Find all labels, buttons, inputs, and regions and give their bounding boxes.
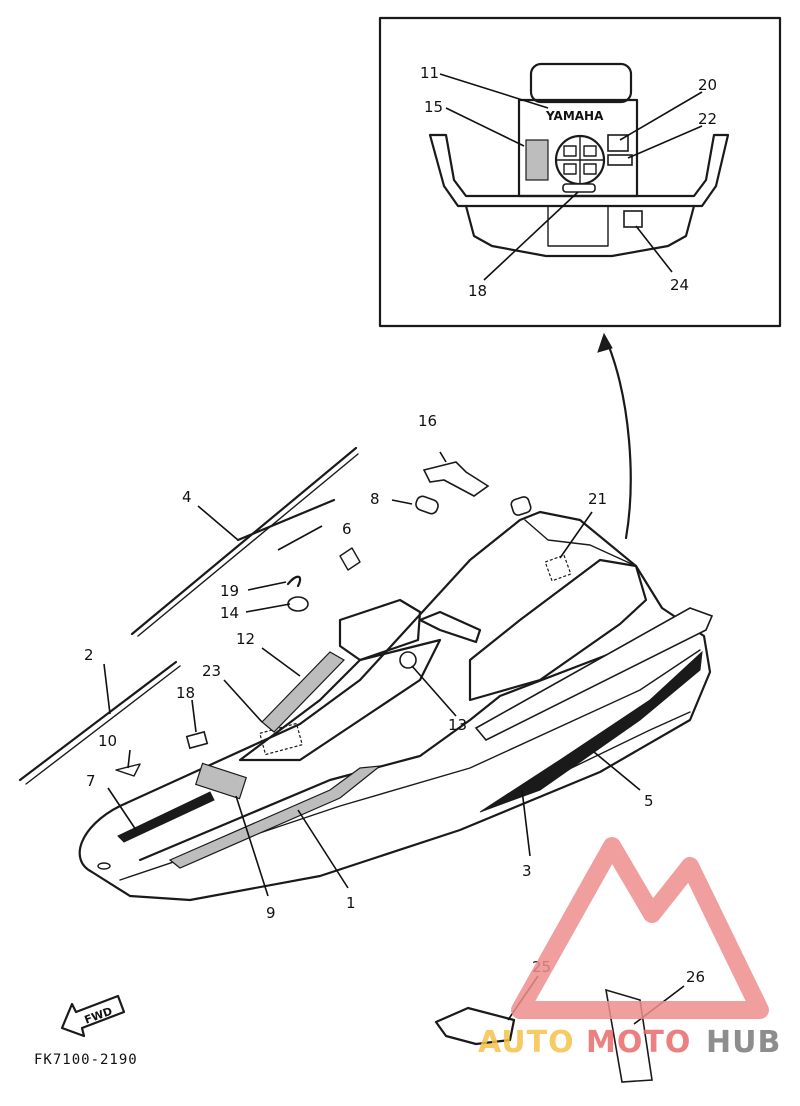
- callout-14: 14: [220, 604, 239, 622]
- seat-top: [524, 519, 637, 567]
- inset-frame: [378, 16, 782, 328]
- callout-5: 5: [644, 792, 654, 810]
- part-14: [287, 596, 309, 612]
- sticker-21: [544, 554, 572, 582]
- callout-6: 6: [342, 520, 352, 538]
- callout-9: 9: [266, 904, 276, 922]
- callout-16: 16: [418, 412, 437, 430]
- callout-21: 21: [588, 490, 607, 508]
- watermark-logo: AUTO MOTO HUB: [478, 837, 781, 1060]
- inset-hood-cap: [529, 62, 633, 104]
- rear-rail-top: [510, 496, 532, 516]
- view-arrow: [606, 342, 632, 540]
- callout-2: 2: [84, 646, 94, 664]
- callout-7: 7: [86, 772, 96, 790]
- inset-sticker-22: [607, 154, 633, 166]
- callout-19: 19: [220, 582, 239, 600]
- callout-8: 8: [370, 490, 380, 508]
- sticker-18: [185, 730, 209, 750]
- trim-strip-2: [18, 660, 178, 782]
- stripe-nose-7: [117, 791, 215, 843]
- trim-strip-4: [130, 446, 358, 636]
- part-code: FK7100-2190: [34, 1052, 138, 1068]
- callout-1: 1: [346, 894, 356, 912]
- inset-tray: [428, 133, 730, 208]
- callout-10: 10: [98, 732, 117, 750]
- view-arrow-head: [597, 332, 613, 353]
- callout-11: 11: [420, 64, 439, 82]
- trim-strip-2b: [25, 665, 181, 785]
- callout-13: 13: [448, 716, 467, 734]
- inset-brand-text: YAMAHA: [545, 109, 604, 123]
- callout-4: 4: [182, 488, 192, 506]
- callout-3: 3: [522, 862, 532, 880]
- inset-sticker-24: [623, 210, 643, 228]
- hood: [238, 638, 442, 762]
- callout-18-inset: 18: [468, 282, 487, 300]
- stripe-side-1: [168, 765, 382, 869]
- watermark-auto: AUTO: [478, 1025, 575, 1060]
- inset-hull: [464, 204, 696, 258]
- right-rail: [474, 607, 714, 741]
- hood-text-sticker-12: [261, 651, 345, 733]
- inset-step: [547, 205, 609, 247]
- callout-15: 15: [424, 98, 443, 116]
- callout-24: 24: [670, 276, 689, 294]
- hull-outline: [78, 510, 712, 902]
- inset-sticker-15: [525, 139, 549, 181]
- stripe-side-5: [529, 711, 691, 789]
- part-13: [399, 651, 417, 669]
- callout-18-main: 18: [176, 684, 195, 702]
- steering-pole: [338, 598, 422, 662]
- watermark-moto: MOTO: [586, 1025, 691, 1060]
- callout-23: 23: [202, 662, 221, 680]
- watercraft-hull: [78, 461, 714, 902]
- part-8: [415, 495, 439, 515]
- handlebar: [418, 610, 482, 644]
- nose-hole: [97, 862, 111, 870]
- trim-strip-6: [236, 498, 336, 542]
- part-16: [422, 461, 490, 497]
- rear-view-inset: YAMAHA 11 15 20 22 18 24: [378, 16, 782, 328]
- trim-strip-4b: [137, 453, 359, 637]
- callout-22: 22: [698, 110, 717, 128]
- front-sticker-9: [194, 762, 248, 800]
- inset-sticker-18: [562, 183, 596, 193]
- seat: [468, 558, 648, 702]
- part-25: [434, 1006, 516, 1046]
- fwd-arrow: FWD: [60, 994, 126, 1038]
- callout-12: 12: [236, 630, 255, 648]
- callout-20: 20: [698, 76, 717, 94]
- part-clip: [339, 547, 361, 571]
- watermark-hub: HUB: [706, 1025, 781, 1060]
- stripe-side-3: [479, 650, 703, 813]
- watermark-triangle: [511, 837, 769, 1019]
- part-19: [286, 575, 302, 588]
- callout-26: 26: [686, 968, 705, 986]
